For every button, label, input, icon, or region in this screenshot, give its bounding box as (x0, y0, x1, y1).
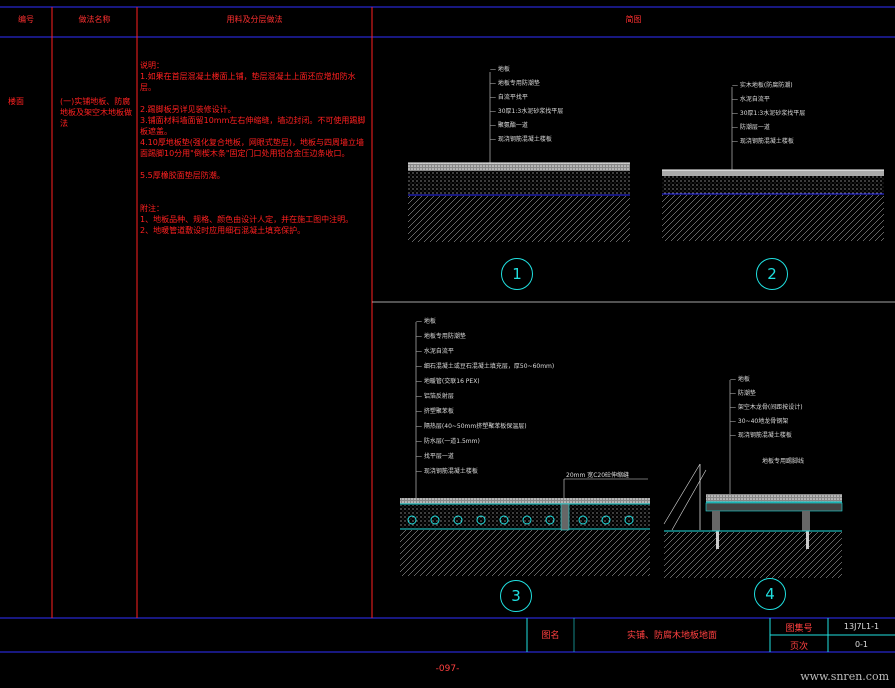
layer-label: — 找平层一道 (416, 453, 454, 460)
note-line (140, 181, 368, 192)
titleblock-label: 图名 (541, 631, 560, 641)
layer-label: — 实木地板(防腐防潮) (732, 82, 793, 89)
note-line: 2.踢脚板另详见装修设计。 (140, 105, 236, 114)
note-line (140, 93, 368, 104)
layer-label: — 现浇钢筋混凝土楼板 (490, 136, 552, 143)
row-name: (一)实铺地板、防腐地板及架空木地板做法 (60, 97, 132, 128)
detail-4-labels: — 地板 — 防潮垫 — 架空木龙骨(间距按设计) — 30~40地龙骨钢架 — 现浇钢… (730, 376, 803, 446)
header-col-code: 编号 (18, 15, 34, 24)
page-number: -097- (435, 664, 460, 674)
layer-label: — 细石混凝土或豆石混凝土填充层，厚50~60mm) (416, 363, 555, 370)
header-col-method: 用料及分层做法 (226, 15, 283, 24)
header-col-name: 做法名称 (78, 15, 111, 24)
detail-3-labels: — 地板 — 地板专用防潮垫 — 水泥自流平 — 细石混凝土或豆石混凝土填充层，厚50… (416, 318, 554, 483)
layer-label: — 挤塑聚苯板 (416, 408, 454, 415)
layer-label: — 现浇钢筋混凝土楼板 (416, 468, 478, 475)
note-line: 3.铺面材料墙面留10mm左右伸缩缝，墙边封闭。不可使用踢脚板遮盖。 (140, 116, 366, 136)
detail-2-number: 2 (756, 258, 788, 290)
layer-label: — 防潮垫 (730, 390, 756, 397)
layer-label: — 现浇钢筋混凝土楼板 (730, 432, 792, 439)
note-line (140, 192, 368, 203)
layer-label: — 地板专用防潮垫 (490, 80, 540, 87)
atlas-value: 13J7L1-1 (843, 622, 880, 631)
note-line: 附注： (140, 204, 164, 213)
detail-3-section (400, 322, 650, 576)
detail-3-number: 3 (500, 580, 532, 612)
layer-label: — 30厚1:3水泥砂浆找平层 (490, 108, 564, 115)
note-line: 2、地暖管道敷设时应用细石混凝土填充保护。 (140, 226, 306, 235)
layer-label: — 防潮层一道 (732, 124, 770, 131)
watermark: www.snren.com (800, 670, 889, 683)
detail-1-section (408, 72, 630, 242)
note-line: 1.如果在首层混凝土楼面上铺，垫层混凝土上面还应增加防水层。 (140, 72, 356, 92)
layer-label: — 铝箔反射层 (416, 393, 454, 400)
note-line: 5.5厚橡胶面垫层防潮。 (140, 171, 225, 180)
layer-label: — 地板 (490, 66, 510, 73)
layer-label: — 架空木龙骨(间距按设计) (730, 404, 803, 411)
detail-1-number: 1 (501, 258, 533, 290)
layer-label: — 地板专用防潮垫 (416, 333, 466, 340)
layer-label: — 现浇钢筋混凝土楼板 (732, 138, 794, 145)
drawing-title: 实铺、防腐木地板地面 (626, 631, 717, 641)
detail-3-callout: 20mm 宽C20砼伸缩缝 (566, 472, 630, 479)
header-col-sketch: 简图 (625, 15, 642, 24)
page-value: 0-1 (854, 640, 869, 649)
layer-label: — 地暖管(交联16 PEX) (416, 378, 480, 385)
note-line (140, 159, 368, 170)
detail-4-callout: 地板专用踢脚线 (762, 458, 805, 465)
construction-notes: 说明： 1.如果在首层混凝土楼面上铺，垫层混凝土上面还应增加防水层。 2.踢脚板另… (140, 60, 368, 236)
detail-1-labels: — 地板 — 地板专用防潮垫 — 自流平找平 — 30厚1:3水泥砂浆找平层 — 聚氨酯… (490, 66, 563, 150)
detail-2-labels: — 实木地板(防腐防潮) — 水泥自流平 — 30厚1:3水泥砂浆找平层 — 防潮层一… (732, 82, 805, 152)
detail-4-number: 4 (754, 578, 786, 610)
note-line: 4.10厚地板垫(强化复合地板，网眼式垫层)，地板与四周墙立墙面踢脚10分用"倒… (140, 138, 365, 158)
detail-2-section (662, 87, 884, 241)
layer-label: — 自流平找平 (490, 94, 528, 101)
layer-label: — 地板 (730, 376, 750, 383)
note-line: 1、地板品种、规格、颜色由设计人定，并在施工图中注明。 (140, 215, 354, 224)
page-label: 页次 (789, 642, 808, 652)
detail-4-section (663, 380, 843, 578)
layer-label: — 聚氨酯一道 (490, 122, 528, 129)
atlas-label: 图集号 (785, 624, 813, 634)
layer-label: — 水泥自流平 (416, 348, 454, 355)
layer-label: — 地板 (416, 318, 436, 325)
layer-label: — 30厚1:3水泥砂浆找平层 (732, 110, 806, 117)
layer-label: — 隔热层(40~50mm挤塑聚苯板保温层) (416, 423, 527, 430)
note-line: 说明： (140, 61, 164, 70)
row-code: 楼面 (8, 97, 24, 106)
layer-label: — 水泥自流平 (732, 96, 770, 103)
layer-label: — 30~40地龙骨钢架 (730, 418, 789, 425)
layer-label: — 防水层(一道1.5mm) (416, 438, 480, 445)
